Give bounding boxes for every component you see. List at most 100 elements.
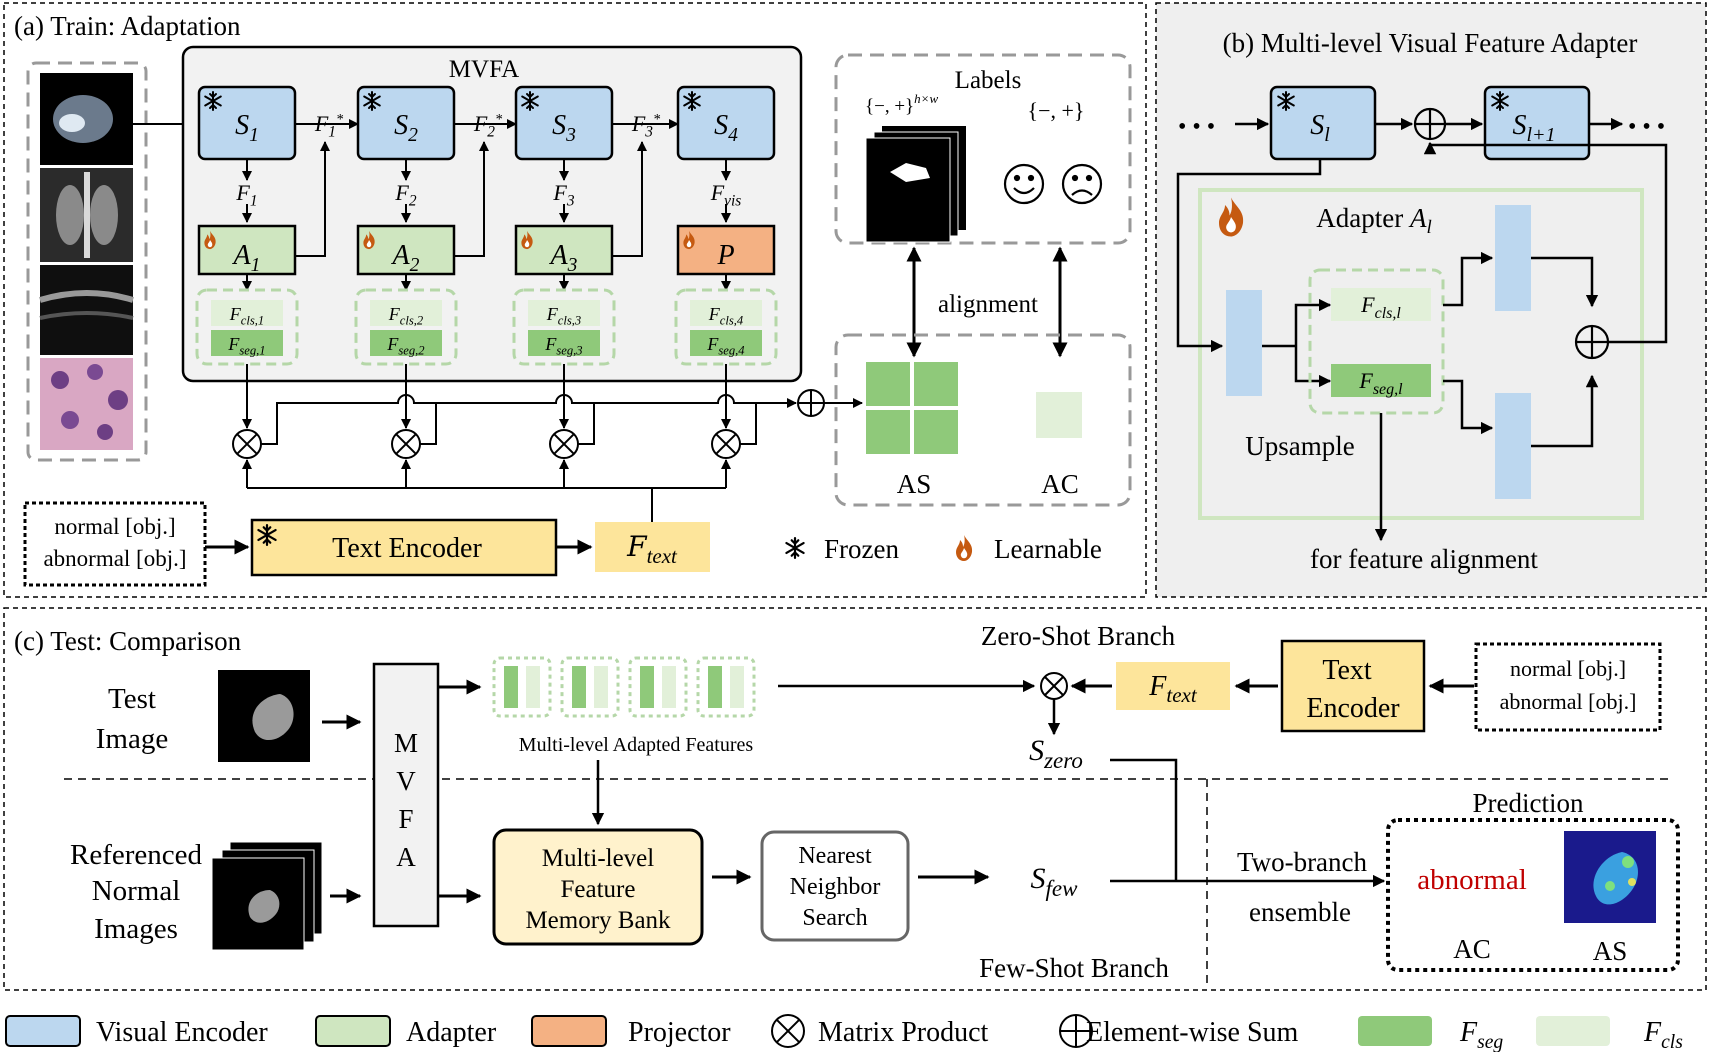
adapted-seg-bar-3 <box>640 666 654 708</box>
test-image-thumbnail <box>218 670 310 762</box>
anomaly-output-box <box>834 333 1132 507</box>
prediction-as: AS <box>1593 936 1628 966</box>
prompt-abnormal-test: abnormal [obj.] <box>1500 689 1637 714</box>
panel-a-title: (a) Train: Adaptation <box>14 11 241 41</box>
referenced-images-stack <box>211 841 323 951</box>
adapter-2-box <box>356 224 456 276</box>
down-feature-3: F3 <box>552 180 574 210</box>
seg-feature-box-2 <box>370 330 442 356</box>
adapter-cls-bar <box>1495 205 1531 311</box>
legend-label-5: Element-wise Sum <box>1086 1017 1299 1048</box>
cls-feature-1: Fcls,1 <box>229 304 264 328</box>
legend-label-7: Fcls <box>1643 1017 1683 1052</box>
legend-label-1: Visual Encoder <box>96 1017 268 1048</box>
few-shot-branch-label: Few-Shot Branch <box>979 953 1169 983</box>
seg-feature-1: Fseg,1 <box>227 334 265 358</box>
adapter-3-label: A3 <box>549 240 578 276</box>
feature-group-4 <box>674 288 778 366</box>
ellipsis-left: • • • <box>1178 114 1215 140</box>
learnable-legend-icon <box>956 535 973 561</box>
s-few-label: Sfew <box>1031 862 1079 901</box>
text-feature-train-label: Ftext <box>626 530 678 568</box>
mvfa-label: MVFA <box>449 56 519 83</box>
prediction-heatmap <box>1564 831 1656 923</box>
zero-shot-branch-label: Zero-Shot Branch <box>981 621 1176 651</box>
projector-label: P <box>716 240 734 271</box>
stage-l-label: Sl <box>1310 110 1330 146</box>
legend-label-2: Adapter <box>406 1017 497 1048</box>
multi-level-features-label: Multi-level Adapted Features <box>519 734 754 756</box>
feature-group-2 <box>354 288 458 366</box>
memory-bank-label-1: Multi-level <box>542 845 655 872</box>
legend-label-3: Projector <box>628 1017 731 1048</box>
legend-label-4: Matrix Product <box>818 1017 989 1048</box>
adapted-feature-group-3 <box>628 656 688 718</box>
sum-symbol-adapter <box>1574 324 1610 360</box>
adapter-seg-label: Fseg,l <box>1358 368 1403 398</box>
ellipsis-right: • • • <box>1628 114 1665 140</box>
adapter-seg-box <box>1331 364 1431 397</box>
input-image-chest-xray <box>40 168 133 262</box>
adapted-feature-group-2 <box>560 656 620 718</box>
nn-search-label-2: Neighbor <box>790 874 881 900</box>
panel-c-title: (c) Test: Comparison <box>14 626 242 656</box>
legend-swatch-1 <box>5 1015 81 1047</box>
anomaly-classification-cell <box>1036 392 1082 438</box>
s-zero-label: Szero <box>1029 734 1083 773</box>
adapter-seg-bar <box>1495 393 1531 499</box>
stage-2-label: S2 <box>394 110 418 146</box>
projector-box <box>676 224 776 276</box>
stage-l1-label: Sl+1 <box>1512 110 1555 146</box>
matrix-product-1 <box>232 429 262 459</box>
labels-box <box>834 53 1132 245</box>
memory-bank-label-3: Memory Bank <box>525 907 671 934</box>
inter-feature-2: F2* <box>473 111 503 141</box>
text-encoder-test <box>1280 639 1426 733</box>
input-image-brain-mri <box>40 73 133 165</box>
text-encoder-test-label-1: Text <box>1322 655 1372 686</box>
adapted-seg-bar-2 <box>572 666 586 708</box>
frozen-legend-label: Frozen <box>824 534 899 564</box>
text-feature-train <box>595 522 710 572</box>
prediction-value: abnormal <box>1417 864 1527 896</box>
as-label: AS <box>897 469 932 499</box>
input-image-histopathology <box>40 358 133 450</box>
seg-feature-3: Fseg,3 <box>544 334 582 358</box>
seg-feature-box-3 <box>528 330 600 356</box>
prediction-ac: AC <box>1453 934 1491 964</box>
mvfa-test-letter-f: F <box>398 804 413 834</box>
nn-search-label-1: Nearest <box>798 843 872 869</box>
mvfa-test-letter-m: M <box>394 728 418 758</box>
adapter-1-label: A1 <box>232 240 261 276</box>
panel-b-title: (b) Multi-level Visual Feature Adapter <box>1223 28 1638 58</box>
adapted-seg-bar-1 <box>504 666 518 708</box>
test-image-label-2: Image <box>96 723 168 755</box>
referenced-label-2: Normal <box>92 875 181 907</box>
adapter-1-box <box>197 224 297 276</box>
prompt-normal-test: normal [obj.] <box>1510 656 1626 681</box>
mvfa-test-letter-v: V <box>396 766 416 796</box>
down-feature-2: F2 <box>394 180 416 210</box>
labels-title: Labels <box>955 67 1022 94</box>
frowny-face-icon <box>1061 163 1103 205</box>
two-branch-label-2: ensemble <box>1249 897 1351 927</box>
text-encoder-train-label: Text Encoder <box>332 533 482 564</box>
legend-swatch-7 <box>1536 1016 1610 1046</box>
cls-feature-box-2 <box>370 300 442 326</box>
adapted-seg-bar-4 <box>708 666 722 708</box>
matrix-product-zero <box>1040 672 1068 700</box>
prompt-abnormal-train: abnormal [obj.] <box>43 546 186 571</box>
stage-3-label: S3 <box>552 110 576 146</box>
matrix-product-3 <box>549 429 579 459</box>
adapted-feature-group-4 <box>696 656 756 718</box>
adapter-feature-group <box>1308 268 1445 415</box>
text-feature-test-label: Ftext <box>1148 671 1198 707</box>
input-image-retina-oct <box>39 265 134 355</box>
mvfa-test-letter-a: A <box>396 842 416 872</box>
smiley-face-icon <box>1003 163 1045 205</box>
adapter-3-box <box>514 224 614 276</box>
upsample-label: Upsample <box>1245 431 1354 461</box>
text-encoder-train <box>250 518 558 577</box>
feature-group-1 <box>195 288 299 366</box>
test-image-label-1: Test <box>108 683 156 715</box>
